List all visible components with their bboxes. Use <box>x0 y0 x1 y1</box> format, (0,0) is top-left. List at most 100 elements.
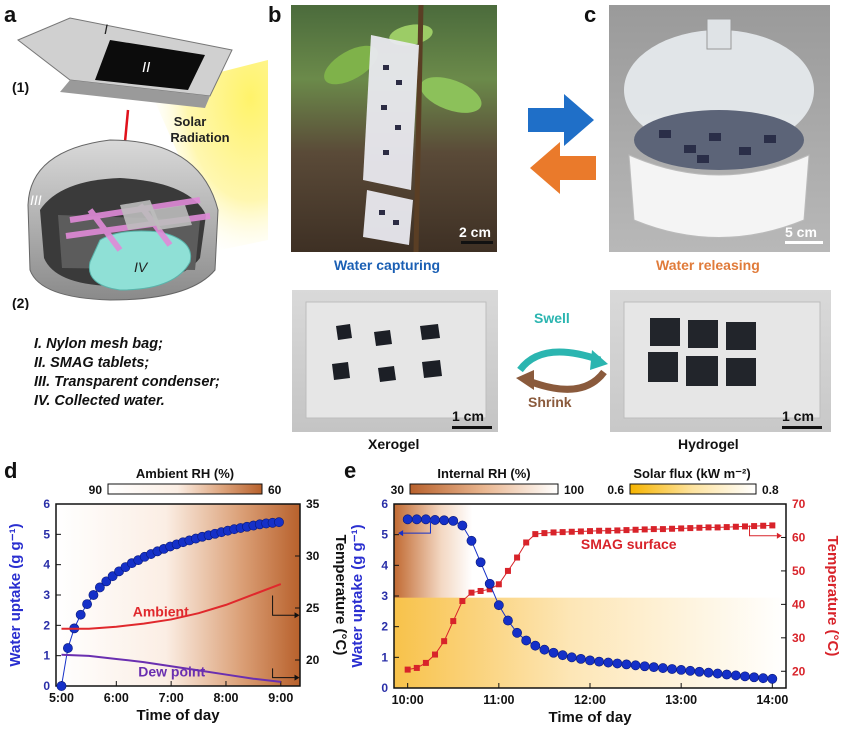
uptake-point <box>594 656 605 667</box>
uptake-point <box>685 665 696 676</box>
left-axis-pointer-head <box>398 530 404 537</box>
y-left-tick-label: 0 <box>43 679 50 693</box>
uptake-point <box>466 535 477 546</box>
water-capturing-photo: 2 cm <box>291 5 497 252</box>
y-right-axis-title: Temperature (°C) <box>824 536 841 657</box>
uptake-point <box>82 599 92 609</box>
colorbar-max-label: 60 <box>268 483 282 497</box>
legend-item: IV. Collected water. <box>34 393 165 409</box>
axis-pointer <box>272 595 295 616</box>
uptake-point <box>721 669 732 680</box>
swell-arrow <box>517 348 602 373</box>
uptake-point <box>703 667 714 678</box>
ambient-label: Ambient <box>133 603 189 619</box>
hydrogel-label: Hydrogel <box>678 436 739 452</box>
y-left-tick-label: 5 <box>43 527 50 541</box>
uptake-point <box>56 681 67 691</box>
solar-label-line2: Radiation <box>170 130 229 145</box>
solar-colorbar-min: 0.6 <box>607 483 624 497</box>
x-axis-title: Time of day <box>136 707 220 724</box>
uptake-point <box>457 520 468 531</box>
y-left-tick-label: 4 <box>381 558 388 572</box>
smag-temp-point <box>587 528 593 535</box>
smag-temp-point <box>678 525 685 532</box>
plant-illustration <box>324 5 482 252</box>
swell-shrink-arrows <box>516 348 608 393</box>
legend-item: III. Transparent condenser; <box>34 374 220 390</box>
uptake-point <box>475 557 486 568</box>
smag-temp-point <box>550 529 557 536</box>
scale-label: 1 cm <box>782 408 814 424</box>
step-1-label: (1) <box>12 79 29 95</box>
uptake-point <box>274 517 284 528</box>
y-right-tick-label: 35 <box>306 497 320 511</box>
panel-a-legend: I. Nylon mesh bag; II. SMAG tablets; III… <box>34 335 274 411</box>
uptake-point <box>603 657 614 668</box>
x-tick-label: 7:00 <box>159 691 184 705</box>
mesh-bag-illustration <box>17 17 233 108</box>
smag-surface-label: SMAG surface <box>581 536 677 552</box>
water-releasing-photo: 5 cm <box>609 5 830 252</box>
y-right-axis-title: Temperature (°C) <box>332 535 349 656</box>
shrink-arrow <box>524 369 607 393</box>
uptake-point <box>730 670 741 681</box>
uptake-point <box>694 666 705 677</box>
xerogel-label: Xerogel <box>368 436 420 452</box>
y-left-tick-label: 3 <box>43 588 50 602</box>
uptake-point <box>530 640 541 651</box>
y-right-tick-label: 70 <box>792 497 806 511</box>
uptake-point <box>639 661 650 672</box>
label-roman-ii: II <box>142 59 150 76</box>
smag-temp-point <box>650 526 657 533</box>
uptake-point <box>557 650 568 661</box>
y-left-tick-label: 1 <box>381 650 388 664</box>
water-capturing-caption: Water capturing <box>334 257 441 273</box>
left-arrow <box>530 142 596 194</box>
y-left-axis-title: Water uptake (g g⁻¹) <box>349 524 366 667</box>
solar-colorbar-title: Solar flux (kW m⁻²) <box>633 466 750 481</box>
condenser-dome-illustration <box>27 139 219 301</box>
uptake-point <box>448 515 459 526</box>
dew-point-label: Dew point <box>138 664 205 680</box>
y-right-tick-label: 30 <box>792 631 806 645</box>
smag-temp-point <box>769 522 776 529</box>
smag-temp-point <box>541 530 548 537</box>
panel-b-letter: b <box>268 2 282 27</box>
left-axis-pointer <box>403 519 431 534</box>
label-roman-iii: III <box>30 192 42 208</box>
smag-temp-point <box>459 598 466 605</box>
colorbar-min-label: 90 <box>89 483 103 497</box>
uptake-point <box>767 673 778 684</box>
x-tick-label: 5:00 <box>49 691 74 705</box>
panel-a-schematic: I II III IV (1) (2) Solar Radiation <box>12 17 268 310</box>
smag-temp-point <box>623 527 630 534</box>
uptake-point <box>88 590 99 600</box>
legend-item: II. SMAG tablets; <box>34 355 150 371</box>
x-tick-label: 12:00 <box>574 693 606 707</box>
smag-temp-point <box>495 581 502 588</box>
x-tick-label: 6:00 <box>104 691 129 705</box>
uptake-point <box>62 643 73 653</box>
smag-temp-point <box>760 522 767 529</box>
x-tick-label: 9:00 <box>268 691 293 705</box>
uptake-point <box>430 515 440 525</box>
scale-bar <box>461 241 493 244</box>
y-left-tick-label: 2 <box>43 618 50 632</box>
solar-colorbar-max: 0.8 <box>762 483 779 497</box>
smag-temp-point <box>432 651 439 658</box>
uptake-point <box>667 664 677 674</box>
smag-temp-point <box>559 529 566 536</box>
smag-temp-point <box>696 524 703 531</box>
uptake-point <box>566 652 577 663</box>
uptake-point <box>539 644 550 655</box>
uptake-point <box>402 514 413 525</box>
rh-colorbar-min: 30 <box>391 483 405 497</box>
right-arrow <box>528 94 594 146</box>
y-left-tick-label: 4 <box>43 558 50 572</box>
panel-c-letter: c <box>584 2 597 27</box>
y-left-tick-label: 1 <box>43 649 50 663</box>
uptake-point <box>101 576 112 587</box>
scale-bar <box>782 426 822 429</box>
colorbar <box>107 483 263 495</box>
